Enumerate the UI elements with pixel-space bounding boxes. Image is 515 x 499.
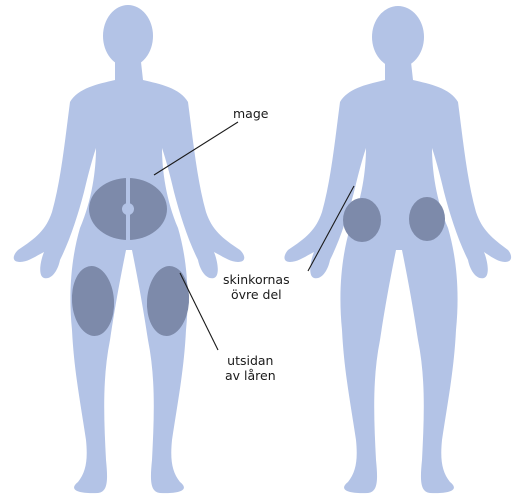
back-head (372, 6, 424, 68)
thighs-label-line-1: utsidan (225, 353, 276, 368)
front-body-silhouette (14, 62, 245, 493)
front-figure (14, 5, 245, 493)
buttocks-label-line-1: skinkornas (223, 272, 290, 287)
thighs-label-line-2: av låren (225, 368, 276, 383)
thighs-label: utsidan av låren (225, 353, 276, 383)
left-buttock-zone (343, 198, 381, 242)
abdomen-label: mage (233, 106, 268, 121)
back-figure (284, 6, 511, 493)
front-head (103, 5, 153, 67)
navel-marker (122, 203, 134, 215)
abdomen-label-text: mage (233, 106, 268, 121)
buttocks-label-line-2: övre del (223, 287, 290, 302)
buttocks-label: skinkornas övre del (223, 272, 290, 302)
right-buttock-zone (409, 197, 445, 241)
back-body-silhouette (284, 62, 511, 493)
